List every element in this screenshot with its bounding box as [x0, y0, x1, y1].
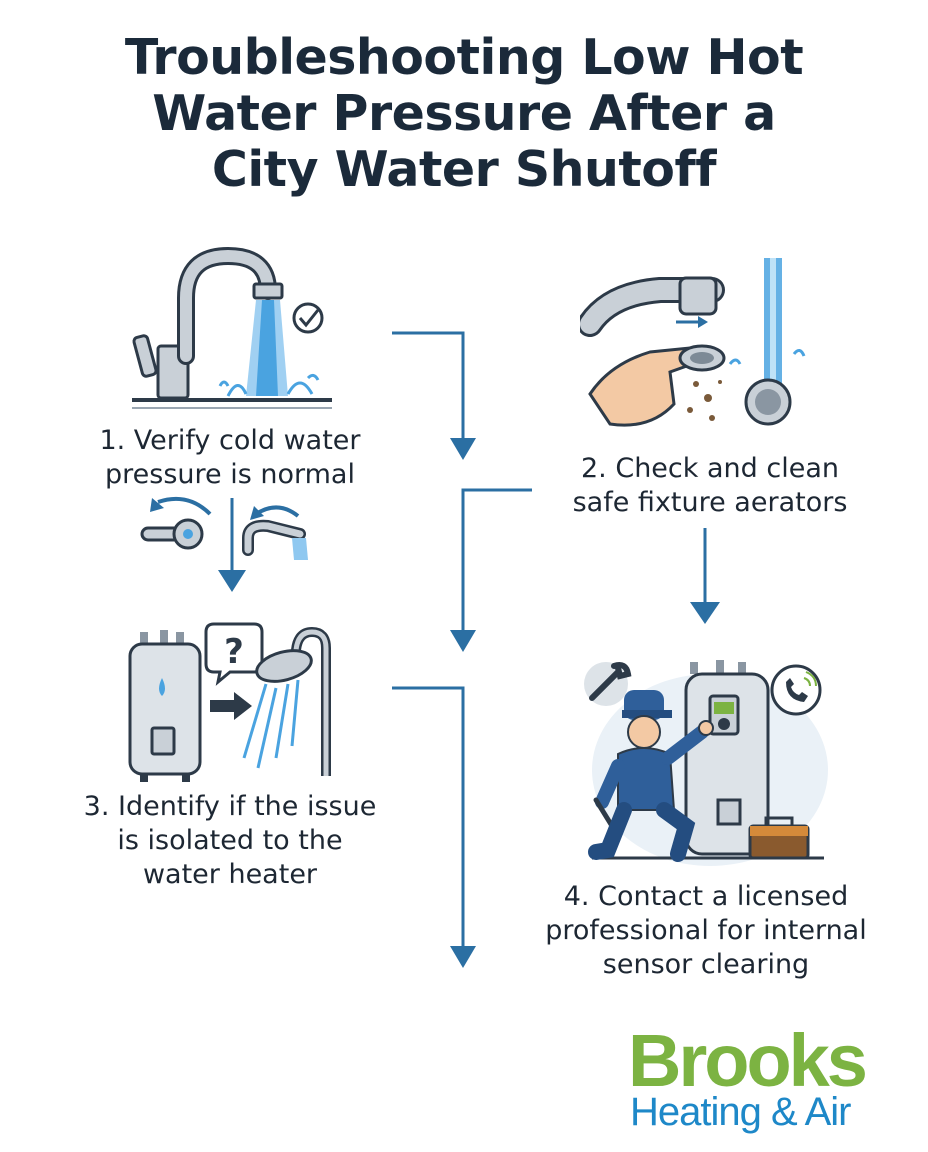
logo-brooks: Brooks [628, 1019, 868, 1102]
step-4-label: 4. Contact a licensed professional for i… [545, 881, 867, 980]
water-heater-shower-icons: ? [128, 622, 331, 782]
arrow-right-icon [210, 692, 252, 720]
logo-heating-air: Heating & Air [630, 1090, 851, 1134]
faucet-icon [132, 246, 332, 409]
title-line-2: Water Pressure After a [152, 85, 776, 142]
technician-icon [584, 660, 828, 866]
phone-bubble-icon [770, 664, 822, 716]
page-title: Troubleshooting Low Hot Water Pressure A… [0, 30, 928, 198]
aerator-icon [580, 258, 806, 427]
title-line-3: City Water Shutoff [211, 141, 717, 198]
spout-icon [242, 505, 308, 560]
question-bubble-icon: ? [204, 622, 264, 686]
flow-arrowhead-3 [690, 602, 720, 624]
flow-arrowhead-1 [450, 438, 476, 460]
connector-3-to-4 [392, 686, 465, 948]
svg-text:?: ? [224, 632, 244, 672]
title-line-1: Troubleshooting Low Hot [124, 29, 804, 86]
connector-2-to-3 [461, 488, 532, 632]
lever-handle-icon [140, 497, 212, 550]
wrench-icon [584, 662, 632, 706]
flow-arrowhead-4 [450, 946, 476, 968]
connector-1-to-2 [392, 331, 465, 440]
step-2-label: 2. Check and clean safe fixture aerators [572, 453, 848, 518]
shower-head-icon [242, 626, 331, 776]
step-3-label: 3. Identify if the issue is isolated to … [83, 791, 377, 890]
checkmark-icon [292, 302, 324, 334]
toolbox-icon [748, 816, 810, 860]
water-heater-icon [128, 630, 202, 782]
flow-arrowhead-5 [218, 570, 246, 592]
handle-and-spout-icons [140, 497, 308, 560]
step-1-label: 1. Verify cold water pressure is normal [99, 425, 361, 490]
flow-arrowhead-2 [450, 630, 476, 652]
